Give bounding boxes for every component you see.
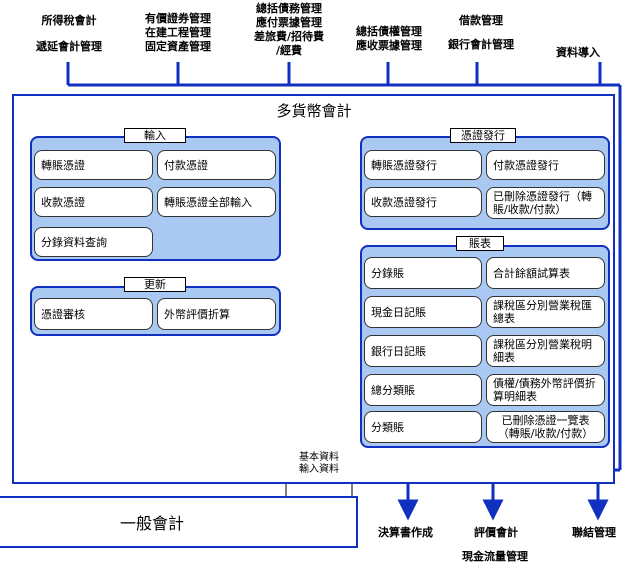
box-deleted-voucher-issue[interactable]: 已刪除憑證發行（轉賬/收款/付款） xyxy=(486,187,605,219)
top-label-loan: 借款管理 銀行會計管理 xyxy=(436,14,526,52)
label-credit-management: 總括債權管理 xyxy=(356,25,422,38)
panel-update-title: 更新 xyxy=(124,277,186,292)
label-notes-receivable: 應收票據管理 xyxy=(356,39,422,52)
label-income-tax-accounting: 所得稅會計 xyxy=(41,14,97,27)
box-fx-revaluation-detail[interactable]: 債權/債務外幣評價折算明細表 xyxy=(486,374,605,406)
box-transfer-voucher-bulk[interactable]: 轉賬憑證全部輸入 xyxy=(157,187,276,217)
box-receipt-voucher[interactable]: 收款憑證 xyxy=(34,187,153,217)
box-payment-voucher-issue[interactable]: 付款憑證發行 xyxy=(486,150,605,180)
box-journal-query[interactable]: 分錄資料查詢 xyxy=(34,227,153,257)
label-securities-management: 有價證券管理 xyxy=(145,12,211,25)
label-valuation-accounting: 評價會計 xyxy=(474,526,518,539)
label-cash-flow-management: 現金流量管理 xyxy=(462,550,528,563)
box-general-ledger[interactable]: 總分類賬 xyxy=(364,374,482,406)
panel-input-title: 輸入 xyxy=(124,128,186,143)
box-tax-summary[interactable]: 課稅區分別營業稅匯總表 xyxy=(486,296,605,328)
panel-reports-title: 賬表 xyxy=(456,236,504,251)
top-label-tax: 所得稅會計 遞延會計管理 xyxy=(24,14,114,54)
label-construction-management: 在建工程管理 xyxy=(145,26,211,39)
label-loan-management: 借款管理 xyxy=(459,14,503,27)
box-cash-journal[interactable]: 現金日記賬 xyxy=(364,296,482,328)
box-trial-balance[interactable]: 合計餘額試算表 xyxy=(486,257,605,289)
general-accounting-frame xyxy=(0,496,358,548)
main-title: 多貨幣會計 xyxy=(276,102,352,120)
box-tax-detail[interactable]: 課稅區分別營業稅明細表 xyxy=(486,335,605,367)
box-transfer-voucher[interactable]: 轉賬憑證 xyxy=(34,150,153,180)
general-accounting-label: 一般會計 xyxy=(120,514,185,533)
label-bank-accounting: 銀行會計管理 xyxy=(448,38,514,51)
panel-voucher-issue-title: 憑證發行 xyxy=(450,128,516,143)
box-transfer-voucher-issue[interactable]: 轉賬憑證發行 xyxy=(364,150,482,180)
box-bank-journal[interactable]: 銀行日記賬 xyxy=(364,335,482,367)
box-deleted-voucher-list[interactable]: 已刪除憑證一覽表（轉賬/收款/付款） xyxy=(486,411,605,443)
label-consolidation-management: 聯結管理 xyxy=(572,526,616,539)
top-label-assets: 有價證券管理 在建工程管理 固定資產管理 xyxy=(128,12,228,54)
database-input-data: 輸入資料 xyxy=(299,464,339,475)
label-data-import: 資料導入 xyxy=(556,46,600,59)
box-receipt-voucher-issue[interactable]: 收款憑證發行 xyxy=(364,187,482,217)
box-payment-voucher[interactable]: 付款憑證 xyxy=(157,150,276,180)
label-deferred-accounting: 遞延會計管理 xyxy=(36,40,102,53)
label-financial-statements: 決算書作成 xyxy=(378,526,433,539)
database-basic-data: 基本資料 xyxy=(299,452,339,463)
database-label: 基本資料 輸入資料 xyxy=(286,452,352,476)
label-debt-management: 總括債務管理 xyxy=(256,2,322,15)
box-voucher-review[interactable]: 憑證審核 xyxy=(34,298,153,330)
label-fixed-asset-management: 固定資產管理 xyxy=(145,40,211,53)
top-label-debt: 總括債務管理 應付票據管理 差旅費/招待費 /經費 xyxy=(232,2,346,58)
box-journal-ledger[interactable]: 分錄賬 xyxy=(364,257,482,289)
label-notes-payable: 應付票據管理 xyxy=(256,16,322,29)
box-sub-ledger[interactable]: 分類賬 xyxy=(364,411,482,443)
box-fx-revaluation[interactable]: 外幣評價折算 xyxy=(157,298,276,330)
label-expense: /經費 xyxy=(275,44,303,57)
label-travel-expense: 差旅費/招待費 xyxy=(253,30,325,43)
top-label-import: 資料導入 xyxy=(548,46,608,60)
top-label-credit: 總括債權管理 應收票據管理 xyxy=(340,25,438,53)
